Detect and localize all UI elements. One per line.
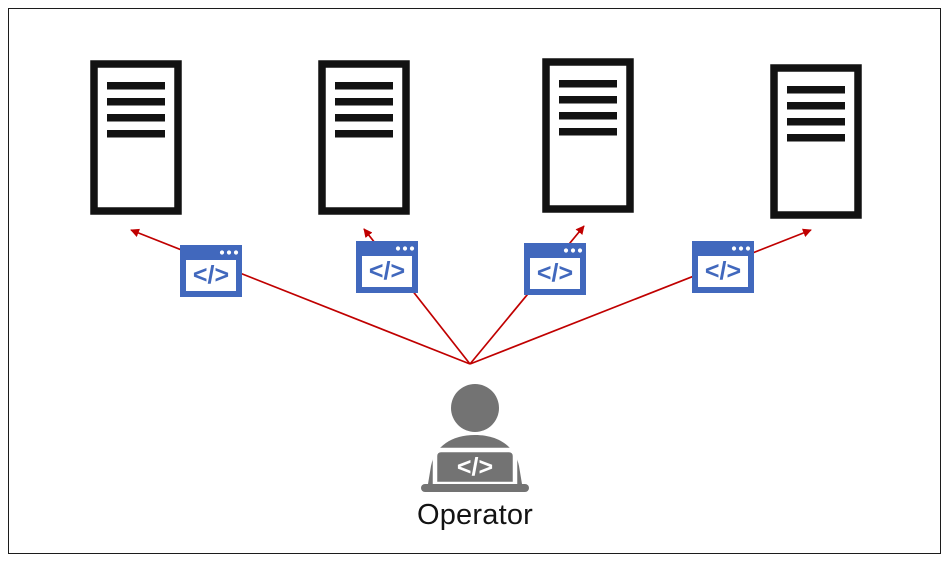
operator-label: Operator: [416, 499, 534, 531]
server-icon: [542, 58, 634, 213]
svg-text:</>: </>: [705, 257, 741, 285]
code-window-icon: </>: [524, 243, 586, 295]
operator-node[interactable]: </> Operator: [405, 380, 545, 540]
server-icon: [770, 64, 862, 219]
code-window-icon: </>: [692, 241, 754, 293]
operator-person-laptop-icon: </>: [421, 384, 529, 492]
svg-text:</>: </>: [193, 261, 229, 289]
svg-text:</>: </>: [457, 453, 493, 481]
svg-text:</>: </>: [369, 257, 405, 285]
server-icon: [318, 60, 410, 215]
code-window-icon: </>: [356, 241, 418, 293]
svg-text:</>: </>: [537, 259, 573, 287]
server-icon: [90, 60, 182, 215]
arrow-operator-to-server-4: [469, 228, 812, 365]
code-window-icon: </>: [180, 245, 242, 297]
